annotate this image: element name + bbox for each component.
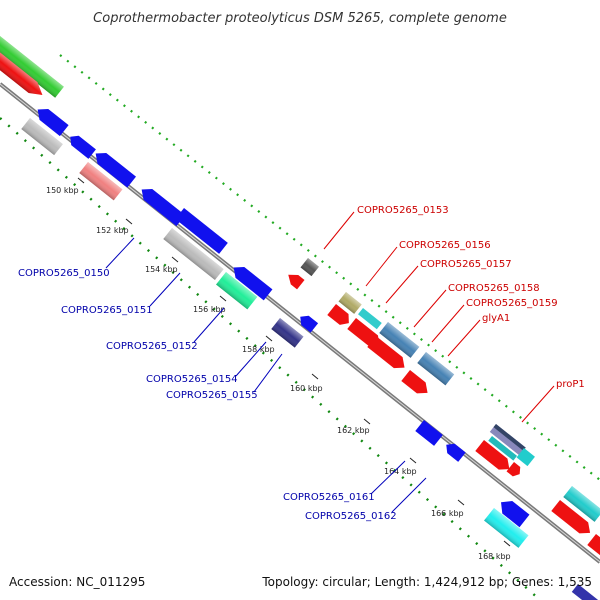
- gene-label-copro5265-0158: COPRO5265_0158: [448, 283, 540, 294]
- tick-label: 152 kbp: [96, 226, 129, 235]
- forward-gene-labels: COPRO5265_0153 COPRO5265_0156 COPRO5265_…: [357, 205, 585, 390]
- topology-text: Topology: circular; Length: 1,424,912 bp…: [261, 575, 592, 589]
- scale-tick-labels: 150 kbp 152 kbp 154 kbp 156 kbp 158 kbp …: [46, 186, 511, 561]
- gene-label-copro5265-0151: COPRO5265_0151: [61, 305, 153, 316]
- gene-label-copro5265-0161: COPRO5265_0161: [283, 492, 375, 503]
- gene-label-copro5265-0162: COPRO5265_0162: [305, 511, 397, 522]
- tick-label: 168 kbp: [478, 552, 511, 561]
- gene-features-reverse: [21, 108, 599, 600]
- gene-label-copro5265-0150: COPRO5265_0150: [18, 268, 110, 279]
- gc-track-outer: [59, 54, 600, 481]
- tick-label: 162 kbp: [337, 426, 370, 435]
- accession-text: Accession: NC_011295: [9, 575, 145, 589]
- tick-label: 166 kbp: [431, 509, 464, 518]
- gene-label-copro5265-0157: COPRO5265_0157: [420, 259, 512, 270]
- gene-label-copro5265-0154: COPRO5265_0154: [146, 374, 238, 385]
- tick-label: 158 kbp: [242, 345, 275, 354]
- tick-label: 156 kbp: [193, 305, 226, 314]
- gene-label-glya1: glyA1: [482, 313, 510, 324]
- tick-label: 154 kbp: [145, 265, 178, 274]
- gene-label-copro5265-0156: COPRO5265_0156: [399, 240, 491, 251]
- forward-label-leaders: [323, 211, 555, 423]
- gc-track-inner: [0, 117, 541, 600]
- tick-label: 150 kbp: [46, 186, 79, 195]
- gene-label-copro5265-0159: COPRO5265_0159: [466, 298, 558, 309]
- reverse-label-leaders: [105, 237, 427, 513]
- tick-label: 164 kbp: [384, 467, 417, 476]
- gene-features-forward: [0, 32, 600, 558]
- map-title: Coprothermobacter proteolyticus DSM 5265…: [93, 11, 507, 26]
- tick-label: 160 kbp: [290, 384, 323, 393]
- gene-label-copro5265-0152: COPRO5265_0152: [106, 341, 198, 352]
- gene-label-prop1: proP1: [556, 379, 585, 390]
- scale-ticks: [77, 177, 511, 547]
- reverse-gene-labels: COPRO5265_0150 COPRO5265_0151 COPRO5265_…: [18, 268, 397, 522]
- gene-label-copro5265-0153: COPRO5265_0153: [357, 205, 449, 216]
- gene-label-copro5265-0155: COPRO5265_0155: [166, 390, 258, 401]
